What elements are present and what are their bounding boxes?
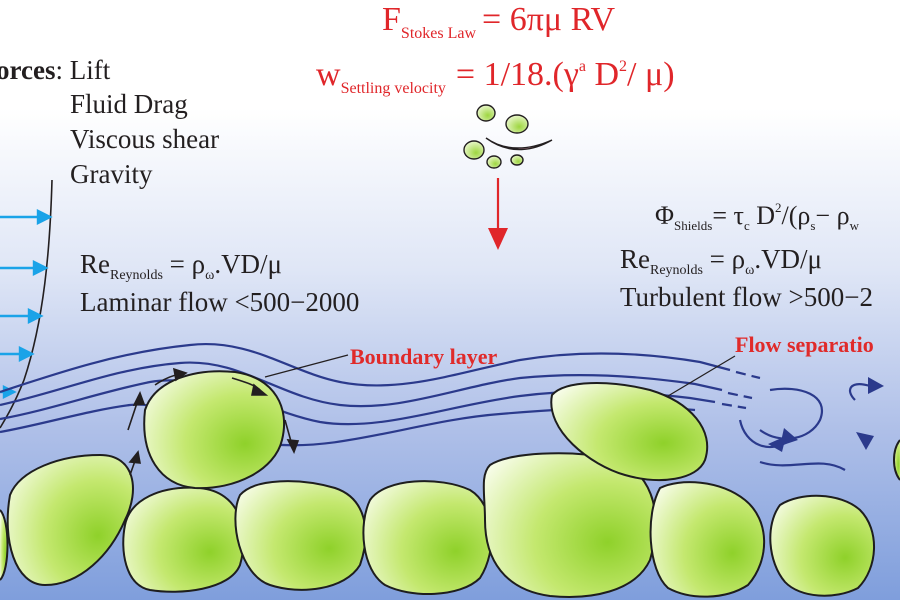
shields-rhs-d: − ρ [815, 201, 849, 230]
reynolds-right-subscript: Reynolds [650, 263, 703, 278]
surface-flow-arrows [127, 367, 300, 476]
streamline [0, 342, 731, 394]
shields-equation: ΦShields= τc D2/(ρs− ρw [655, 200, 860, 233]
shields-subscript: Shields [674, 218, 712, 233]
grain [143, 370, 286, 490]
flow-arrowhead [251, 383, 269, 396]
force-item-2: Gravity [70, 159, 153, 189]
flow-arrowhead [172, 367, 188, 382]
particle [476, 104, 496, 122]
reynolds-right-symbol: Re [620, 244, 650, 274]
reynolds-right-equation: ReReynolds = ρω.VD/μ [620, 244, 822, 278]
grain [649, 481, 766, 598]
forces-heading-text: orces [0, 55, 55, 85]
reynolds-left-sub-omega: ω [205, 268, 214, 283]
particle [505, 114, 529, 134]
reynolds-left-equation: ReReynolds = ρω.VD/μ [80, 249, 282, 283]
particle [463, 140, 485, 160]
grain [234, 480, 367, 591]
eddy-arrowhead [856, 432, 874, 450]
streamline [0, 361, 723, 408]
shields-sub-s: s [810, 218, 815, 233]
forces-heading: orces: Lift [0, 55, 111, 85]
reynolds-left-rhs-b: .VD/μ [214, 249, 282, 279]
flow-arrowhead [132, 390, 146, 406]
grain [122, 486, 245, 593]
settling-subscript: Settling velocity [341, 80, 446, 97]
velocity-profile-curve [0, 179, 53, 429]
settling-rhs-c: / μ) [627, 56, 675, 93]
turbulent-flow-label: Turbulent flow >500−2 [620, 282, 873, 312]
particle [486, 155, 502, 169]
reynolds-left-subscript: Reynolds [110, 268, 163, 283]
eddy-arrowhead [868, 377, 884, 394]
particle [510, 154, 524, 166]
flow-separation-label: Flow separatio [735, 332, 874, 357]
sediment-bed [0, 370, 900, 598]
eddy-arrowhead [768, 436, 786, 452]
settling-rhs-a: = 1/18.(γ [456, 56, 579, 93]
velocity-arrowhead [32, 260, 49, 276]
flow-separation-leader [667, 355, 736, 397]
reynolds-right-rhs-a: = ρ [703, 244, 745, 274]
streamline-dash [735, 370, 761, 380]
flow-arrowhead [128, 450, 141, 464]
settling-sup-a: a [579, 58, 586, 75]
reynolds-left-rhs-a: = ρ [163, 249, 205, 279]
velocity-arrowhead [18, 346, 35, 362]
stokes-rhs: = 6πμ RV [482, 1, 616, 38]
shields-rhs-a: = τ [712, 201, 744, 230]
force-item-1: Viscous shear [70, 124, 219, 154]
shields-symbol: Φ [655, 201, 674, 230]
boundary-layer-leader [264, 354, 349, 378]
shields-sub-w: w [850, 218, 860, 233]
eddy-line [759, 460, 846, 471]
shields-rhs-c: /(ρ [782, 201, 811, 230]
stokes-subscript: Stokes Law [401, 25, 477, 42]
settling-symbol: w [316, 56, 341, 93]
laminar-flow-label: Laminar flow <500−2000 [80, 287, 359, 317]
grain [769, 494, 875, 597]
shields-sup-2: 2 [775, 200, 782, 215]
grain [550, 382, 709, 481]
settling-particles [463, 104, 553, 169]
force-item-0: Fluid Drag [70, 89, 188, 119]
eddy-line [848, 383, 871, 401]
velocity-arrowhead [27, 308, 44, 324]
grain [893, 439, 900, 481]
grain [0, 509, 9, 581]
grain [6, 453, 134, 587]
settling-sup-2: 2 [619, 58, 627, 75]
stokes-symbol: F [382, 1, 401, 38]
settling-rhs-b: D [586, 56, 619, 93]
force-item-lift: : Lift [55, 55, 110, 85]
streamline-dash [727, 391, 753, 400]
reynolds-right-sub-omega: ω [745, 263, 754, 278]
boundary-layer-label: Boundary layer [350, 344, 498, 369]
reynolds-right-rhs-b: .VD/μ [754, 244, 822, 274]
eddy-arrowheads [768, 377, 884, 452]
reynolds-left-symbol: Re [80, 249, 110, 279]
settling-arrowhead [488, 228, 508, 250]
shields-rhs-b: D [750, 201, 775, 230]
velocity-arrowhead [36, 209, 53, 225]
shields-sub-c: c [744, 218, 750, 233]
grain [362, 480, 493, 596]
stokes-equation: FStokes Law = 6πμ RV [382, 1, 616, 42]
streamline-dash [721, 402, 747, 410]
flow-arrowhead [286, 439, 300, 455]
flake-particle [485, 137, 553, 151]
settling-equation: wSettling velocity = 1/18.(γa D2/ μ) [316, 56, 675, 97]
